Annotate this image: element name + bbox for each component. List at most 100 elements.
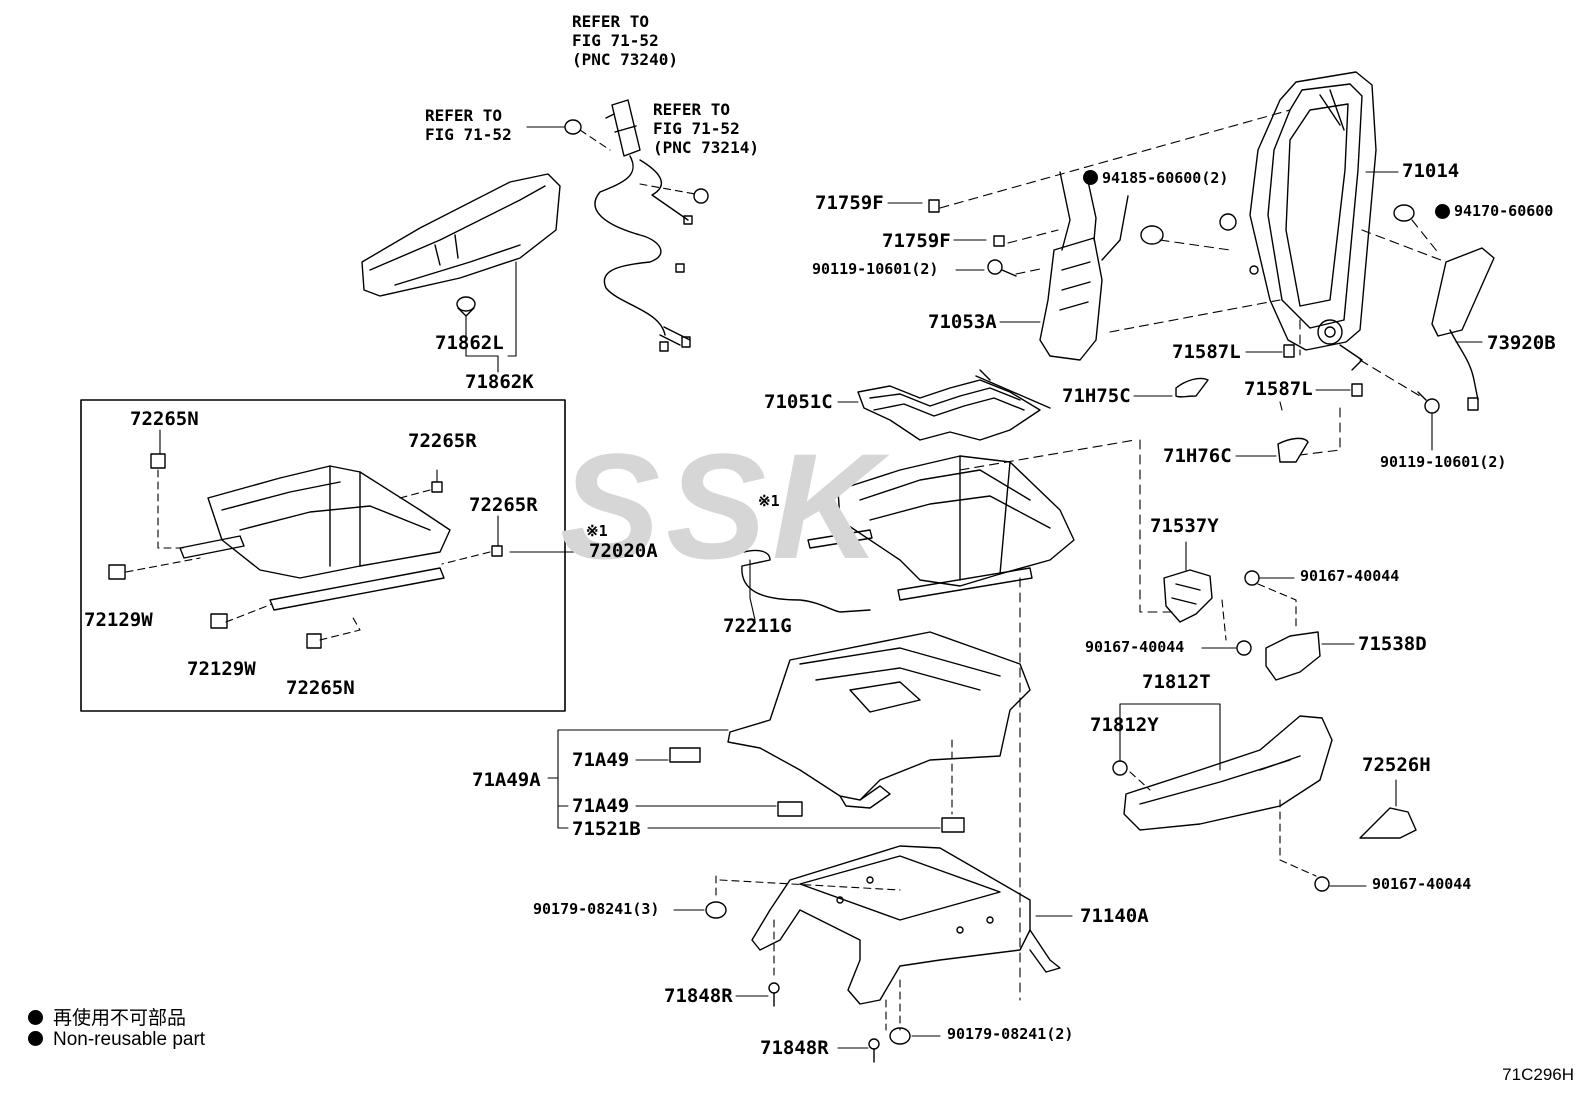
clip-refer-a	[564, 119, 582, 135]
part-label[interactable]: 71862K	[465, 371, 534, 393]
part-label[interactable]: 90167-40044	[1372, 875, 1472, 893]
side-airbag-73920b	[1431, 247, 1495, 411]
bracket-71538d	[1265, 631, 1321, 681]
part-label[interactable]: 72129W	[187, 658, 256, 680]
refer-label-fig-71-52: REFER TO FIG 71-52	[425, 106, 512, 144]
part-label[interactable]: 72265N	[286, 677, 355, 699]
part-label[interactable]: 72526H	[1362, 754, 1431, 776]
part-label[interactable]: 71053A	[928, 311, 997, 333]
pad-71a49-a	[669, 747, 701, 763]
nut-94170	[1393, 204, 1415, 222]
seatback-frame-71014	[1219, 71, 1377, 371]
non-reusable-dot	[1083, 170, 1098, 185]
clip-71862l	[456, 296, 476, 317]
bracket-71537y	[1163, 569, 1213, 623]
seat-adjuster-72020a	[179, 465, 451, 611]
clip-refer-b	[693, 188, 709, 204]
part-label[interactable]: 71812T	[1142, 671, 1211, 693]
nut-90179-a	[705, 901, 727, 919]
seat-cushion-pan	[727, 631, 1031, 809]
clip-72265n-b	[306, 633, 322, 649]
non-reusable-dot	[1435, 204, 1450, 219]
clip-72129w-a	[108, 564, 126, 580]
part-label[interactable]: 72020A	[589, 540, 658, 562]
clip-72129w-b	[210, 613, 228, 629]
part-label[interactable]: 72265N	[130, 408, 199, 430]
seat-spring-71051c	[857, 369, 1051, 441]
part-label[interactable]: 71848R	[664, 985, 733, 1007]
legend-dot	[28, 1010, 43, 1025]
clip-71812y	[1112, 760, 1128, 776]
watermark: SSK	[560, 422, 887, 590]
bolt-90119-lower	[1417, 391, 1440, 414]
legend-dot	[28, 1031, 43, 1046]
seat-frame-assembly	[807, 455, 1075, 601]
clip-71759f-b	[993, 235, 1005, 247]
part-label[interactable]: 71587L	[1172, 341, 1241, 363]
nut-94185	[1140, 225, 1164, 245]
seat-riser-71140a	[751, 845, 1061, 1005]
part-label[interactable]: 72211G	[723, 615, 792, 637]
part-label[interactable]: 90119-10601(2)	[812, 260, 939, 278]
adjuster-inset-frame	[80, 399, 566, 712]
side-cover-71862k	[361, 173, 561, 297]
clip-72265n-a	[150, 453, 166, 469]
part-label[interactable]: 94170-60600	[1454, 202, 1554, 220]
lumbar-plate-71053a	[1039, 171, 1129, 361]
part-label[interactable]: 73920B	[1487, 332, 1556, 354]
clip-71587l-b	[1351, 383, 1363, 397]
pad-71a49-b	[777, 801, 803, 817]
part-label[interactable]: 90179-08241(2)	[947, 1025, 1074, 1043]
figure-code: 71C296H	[1502, 1065, 1574, 1084]
part-label[interactable]: 71812Y	[1090, 714, 1159, 736]
part-label[interactable]: 90119-10601(2)	[1380, 453, 1507, 471]
bracket-71h76c	[1277, 437, 1309, 463]
part-label[interactable]: 90167-40044	[1300, 567, 1400, 585]
part-label[interactable]: 71A49	[572, 795, 630, 817]
bolt-90119-upper	[987, 259, 1017, 277]
clip-71587l-a	[1283, 344, 1295, 358]
part-label[interactable]: 90179-08241(3)	[533, 900, 660, 918]
legend-jp-text: 再使用不可部品	[53, 1008, 187, 1029]
part-label[interactable]: 71051C	[764, 391, 833, 413]
part-label[interactable]: 71587L	[1244, 378, 1313, 400]
bracket-71h75c	[1175, 377, 1209, 398]
bolt-71848r-a	[768, 982, 780, 1007]
refer-label-pnc-73240: REFER TO FIG 71-52 (PNC 73240)	[572, 12, 678, 69]
part-label[interactable]: 90167-40044	[1085, 638, 1185, 656]
side-shield-71812t	[1123, 715, 1333, 831]
bolt-90167-c	[1314, 876, 1330, 892]
legend-en-text: Non-reusable part	[53, 1029, 206, 1050]
part-label[interactable]: 71014	[1402, 160, 1460, 182]
part-label[interactable]: 71H75C	[1062, 385, 1131, 407]
part-label[interactable]: 71862L	[435, 332, 504, 354]
part-label[interactable]: 71759F	[882, 230, 951, 252]
part-label[interactable]: 71537Y	[1150, 515, 1219, 537]
part-label[interactable]: 94185-60600(2)	[1102, 169, 1229, 187]
part-label[interactable]: 71A49	[572, 749, 630, 771]
part-label[interactable]: 71H76C	[1163, 445, 1232, 467]
part-label[interactable]: 71538D	[1358, 633, 1427, 655]
part-label[interactable]: 72265R	[408, 430, 477, 452]
legend-en: Non-reusable part	[28, 1029, 205, 1051]
part-label[interactable]: 71521B	[572, 818, 641, 840]
part-label[interactable]: 71759F	[815, 192, 884, 214]
part-label[interactable]: 71848R	[760, 1037, 829, 1059]
pad-71521b	[941, 817, 965, 833]
part-label[interactable]: 71A49A	[472, 769, 541, 791]
seat-switch-harness	[594, 99, 693, 352]
bolt-90167-a	[1244, 570, 1260, 586]
bolt-71848r-b	[868, 1038, 880, 1063]
clip-72265r-a	[431, 481, 443, 493]
nut-90179-b	[889, 1027, 911, 1045]
part-label[interactable]: 72265R	[469, 494, 538, 516]
clip-72265r-b	[491, 545, 503, 557]
legend-jp: 再使用不可部品	[28, 1003, 186, 1030]
refer-label-pnc-73214: REFER TO FIG 71-52 (PNC 73214)	[653, 100, 759, 157]
cap-72526h	[1359, 807, 1417, 839]
part-label[interactable]: 72129W	[84, 609, 153, 631]
part-label[interactable]: 71140A	[1080, 905, 1149, 927]
wire-72211g	[741, 549, 871, 613]
clip-71759f-a	[928, 199, 940, 213]
